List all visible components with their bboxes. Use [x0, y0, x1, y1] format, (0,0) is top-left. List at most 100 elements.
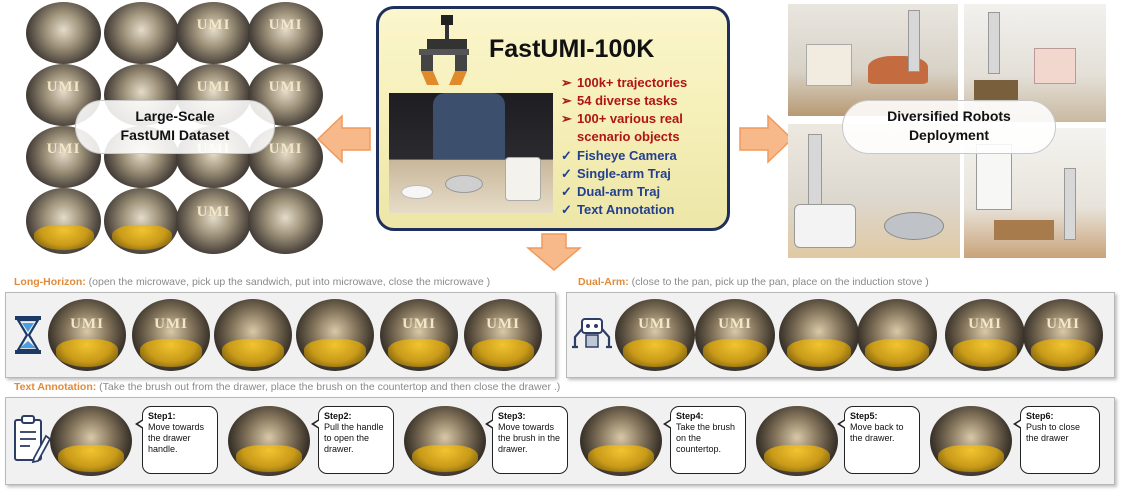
step-bubble-6: Step6:Push to close the drawer — [1013, 406, 1100, 474]
feature-text: 100+ various real — [577, 111, 683, 126]
left-arrow-icon — [316, 114, 371, 164]
grid-umi-text: UMI — [196, 203, 231, 220]
step-text: Move towards the drawer handle. — [148, 422, 205, 454]
check-icon: ✓ — [561, 202, 572, 217]
frame-umi-text: UMI — [1046, 316, 1080, 333]
dual-arm-desc: (close to the pan, pick up the pan, plac… — [628, 276, 929, 288]
feature-text: 54 diverse tasks — [577, 93, 678, 108]
right-arrow-icon — [739, 114, 794, 164]
annotation-frame-6 — [930, 406, 1012, 476]
right-label-line2: Deployment — [908, 127, 990, 143]
grid-thumb — [26, 2, 101, 64]
text-annotation-desc: (Take the brush out from the drawer, pla… — [96, 381, 561, 393]
feature-blue-1: ✓ Fisheye Camera — [561, 148, 677, 164]
check-icon: ✓ — [561, 166, 572, 181]
long-horizon-frame: UMI — [464, 299, 542, 371]
step-title: Step5: — [850, 411, 878, 421]
grid-umi-text: UMI — [268, 16, 303, 33]
annotation-frame-1 — [50, 406, 132, 476]
annotation-frame-5 — [756, 406, 838, 476]
step-title: Step2: — [324, 411, 352, 421]
dataset-title: FastUMI-100K — [489, 35, 655, 63]
demo-photo — [389, 93, 553, 213]
right-label-line1: Diversified Robots — [887, 108, 1011, 124]
grid-thumb — [104, 2, 179, 64]
long-horizon-frame — [296, 299, 374, 371]
dual-arm-panel: UMI UMI UMI UMI — [566, 292, 1115, 378]
step-text: Take the brush on the countertop. — [676, 422, 736, 454]
frame-umi-text: UMI — [718, 316, 752, 333]
dual-arm-title: Dual-Arm: (close to the pan, pick up the… — [578, 276, 929, 288]
frame-umi-text: UMI — [968, 316, 1002, 333]
long-horizon-frame: UMI — [132, 299, 210, 371]
feature-blue-4: ✓ Text Annotation — [561, 202, 675, 218]
left-label-line1: Large-Scale — [135, 108, 215, 124]
step-text: Pull the handle to open the drawer. — [324, 422, 384, 454]
frame-umi-text: UMI — [402, 316, 436, 333]
feature-blue-3: ✓ Dual-arm Traj — [561, 184, 660, 200]
person-figure — [433, 93, 505, 159]
clipboard-pen-icon — [14, 415, 52, 464]
dual-arm-frame: UMI — [945, 299, 1025, 371]
down-arrow-icon — [526, 233, 582, 271]
step-bubble-3: Step3:Move towards the brush in the draw… — [485, 406, 568, 474]
grid-umi-text: UMI — [268, 140, 303, 157]
grid-umi-text: UMI — [46, 140, 81, 157]
feature-text: Fisheye Camera — [577, 148, 677, 163]
grid-umi-text: UMI — [196, 78, 231, 95]
left-label-line2: FastUMI Dataset — [120, 127, 230, 143]
grid-thumb — [26, 188, 101, 254]
arrow-bullet-icon: ➢ — [561, 93, 572, 108]
dual-robot-icon — [572, 318, 612, 349]
grid-thumb — [104, 188, 179, 254]
feature-text: Single-arm Traj — [577, 166, 671, 181]
frame-umi-text: UMI — [486, 316, 520, 333]
annotation-frame-3 — [404, 406, 486, 476]
feature-text: Dual-arm Traj — [577, 184, 661, 199]
text-annotation-panel: Step1:Move towards the drawer handle. St… — [5, 397, 1115, 485]
grid-umi-text: UMI — [268, 78, 303, 95]
gripper-icon — [419, 15, 469, 85]
dual-arm-frame: UMI — [695, 299, 775, 371]
feature-red-3: ➢ 100+ various real — [561, 111, 683, 127]
step-bubble-1: Step1:Move towards the drawer handle. — [135, 406, 218, 474]
long-horizon-panel: UMI UMI UMI UMI — [5, 292, 556, 378]
hourglass-icon — [15, 316, 41, 354]
grid-thumb: UMI — [248, 2, 323, 64]
plate — [445, 175, 483, 193]
dual-arm-frame — [779, 299, 859, 371]
feature-red-4: scenario objects — [577, 129, 680, 144]
step-text: Move towards the brush in the drawer. — [498, 422, 561, 454]
long-horizon-desc: (open the microwave, pick up the sandwic… — [85, 276, 491, 288]
feature-text: 100k+ trajectories — [577, 75, 688, 90]
toaster — [505, 157, 541, 201]
plate-white — [401, 185, 433, 199]
step-bubble-5: Step5:Move back to the drawer. — [837, 406, 920, 474]
step-bubble-4: Step4:Take the brush on the countertop. — [663, 406, 746, 474]
grid-umi-text: UMI — [46, 78, 81, 95]
grid-thumb — [248, 188, 323, 254]
frame-umi-text: UMI — [70, 316, 104, 333]
left-dataset-label: Large-Scale FastUMI Dataset — [75, 100, 275, 154]
feature-text: scenario objects — [577, 129, 680, 144]
arrow-bullet-icon: ➢ — [561, 111, 572, 126]
dual-arm-frame — [857, 299, 937, 371]
robot-photo-1 — [788, 4, 958, 116]
text-annotation-title: Text Annotation: (Take the brush out fro… — [14, 381, 560, 393]
long-horizon-title: Long-Horizon: (open the microwave, pick … — [14, 276, 490, 288]
dual-arm-label: Dual-Arm: — [578, 276, 629, 288]
check-icon: ✓ — [561, 148, 572, 163]
feature-text: Text Annotation — [577, 202, 675, 217]
check-icon: ✓ — [561, 184, 572, 199]
step-title: Step3: — [498, 411, 526, 421]
annotation-frame-4 — [580, 406, 662, 476]
grid-thumb: UMI — [176, 2, 251, 64]
frame-umi-text: UMI — [638, 316, 672, 333]
step-text: Move back to the drawer. — [850, 422, 904, 443]
text-annotation-label: Text Annotation: — [14, 381, 97, 393]
frame-umi-text: UMI — [154, 316, 188, 333]
dual-arm-frame: UMI — [615, 299, 695, 371]
right-deployment-label: Diversified Robots Deployment — [842, 100, 1056, 154]
grid-umi-text: UMI — [196, 16, 231, 33]
step-title: Step4: — [676, 411, 704, 421]
